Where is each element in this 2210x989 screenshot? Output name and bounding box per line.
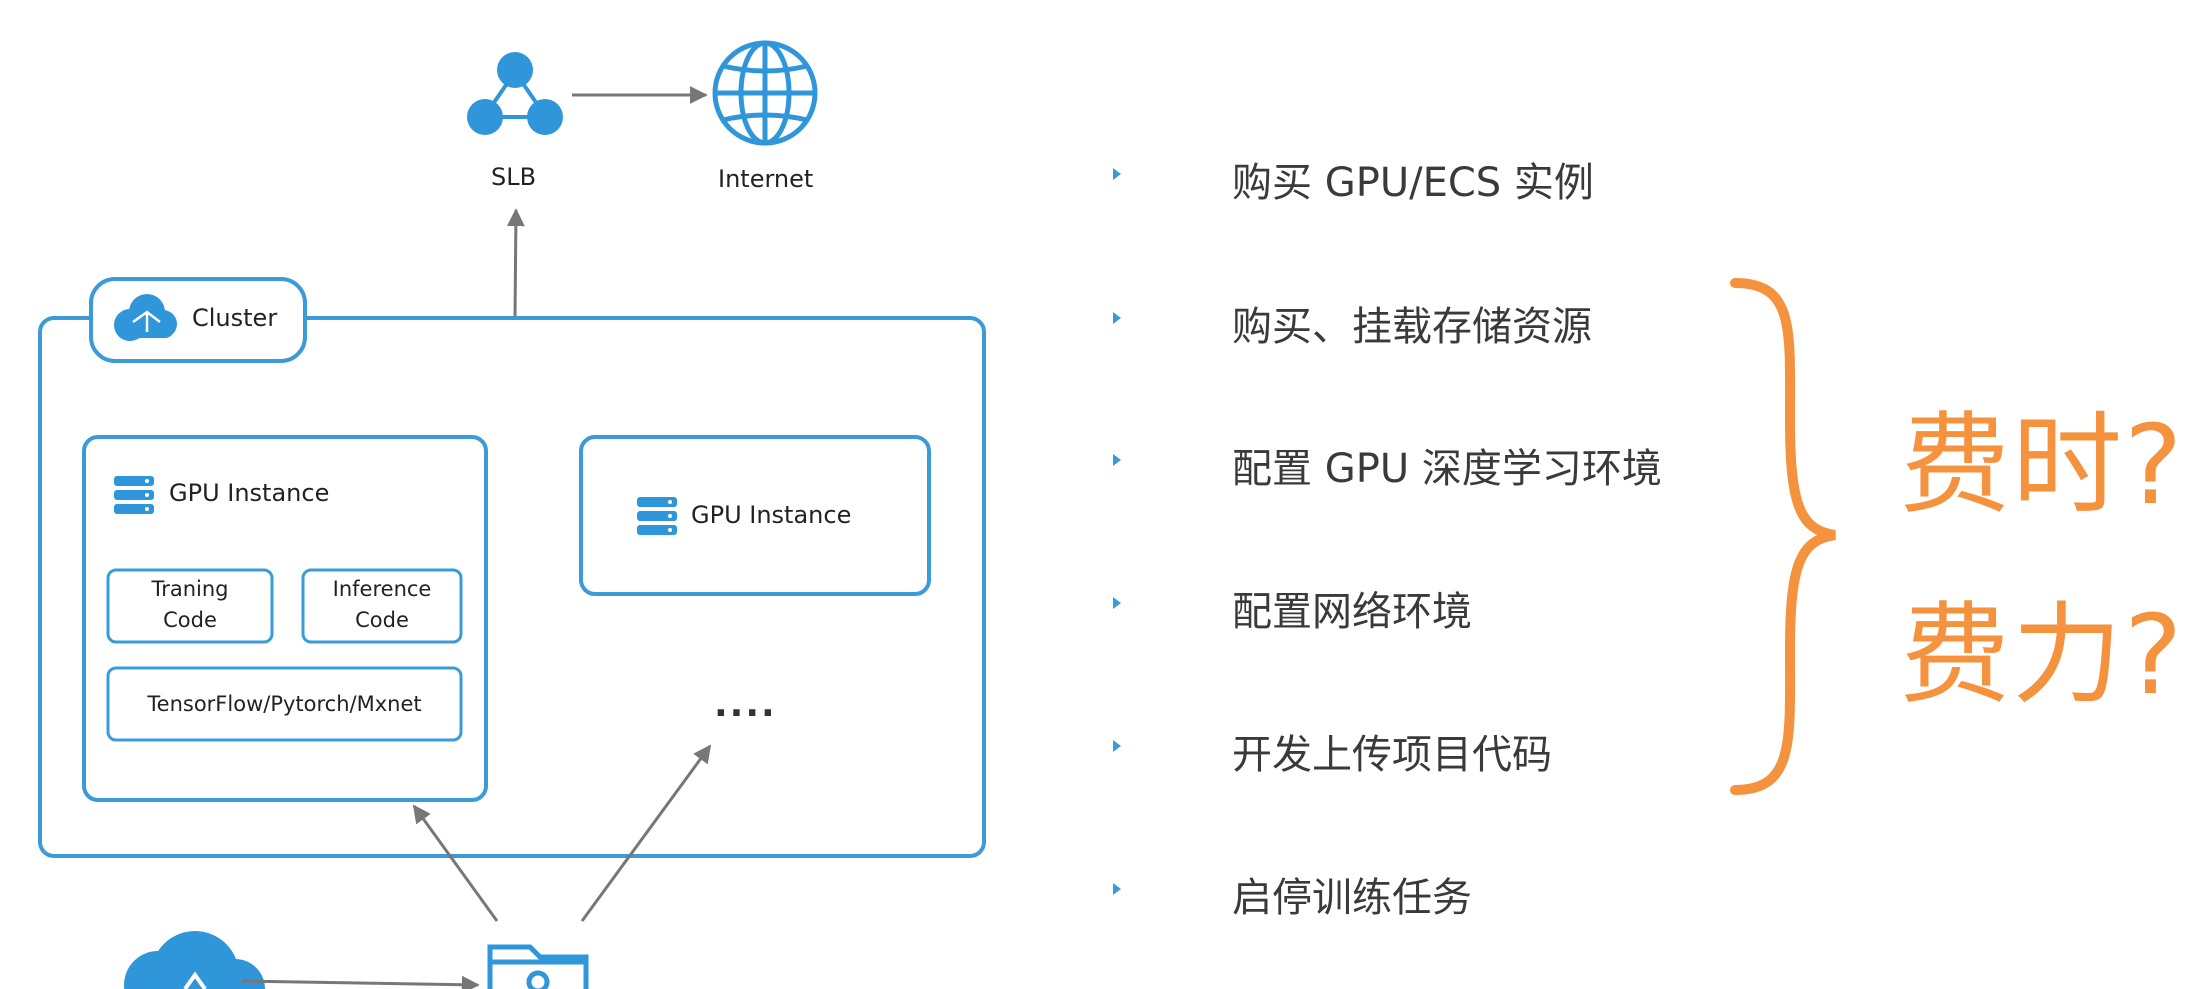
gpu-instance-label-2: GPU Instance: [691, 501, 852, 529]
inference-code-box: [301, 568, 463, 644]
more-instances-ellipsis: ....: [714, 684, 777, 725]
training-code-line-1: Traning: [151, 577, 229, 601]
step-item-6: 启停训练任务: [1232, 875, 1472, 921]
step-item-5: 开发上传项目代码: [1232, 732, 1552, 778]
framework-label: TensorFlow/Pytorch/Mxnet: [147, 692, 422, 716]
bullet-markers: [1113, 168, 1121, 895]
server-icon: [637, 497, 677, 535]
training-code-label: Traning Code: [108, 574, 272, 636]
cluster-to-slb-arrow: [506, 208, 525, 319]
inference-code-line-1: Inference: [332, 577, 432, 601]
cluster-label: Cluster: [192, 304, 278, 332]
upload-cloud-icon: [124, 931, 265, 989]
curly-brace: [1730, 278, 1836, 795]
upload-to-storage-arrow: [241, 975, 480, 989]
gpu-instance-label-1: GPU Instance: [169, 479, 330, 507]
cluster-box: [38, 316, 986, 858]
cloud-icon: [114, 294, 177, 341]
gpu-instance-box-2: [579, 435, 931, 596]
inference-code-line-2: Code: [355, 608, 409, 632]
training-code-line-2: Code: [163, 608, 217, 632]
step-item-4: 配置网络环境: [1232, 589, 1472, 635]
step-item-2: 购买、挂载存储资源: [1232, 304, 1592, 350]
inference-code-label: Inference Code: [303, 574, 461, 636]
gpu-instance-box-1: [82, 435, 488, 802]
question-labor-intensive: 费力?: [1900, 591, 2185, 719]
question-time-consuming: 费时?: [1900, 401, 2185, 529]
slb-label: SLB: [491, 163, 537, 191]
server-icon: [114, 476, 154, 514]
internet-label: Internet: [718, 165, 814, 193]
training-code-box: [106, 568, 274, 644]
storage-to-gpu1-arrow: [412, 804, 499, 922]
step-item-3: 配置 GPU 深度学习环境: [1232, 446, 1662, 492]
step-item-1: 购买 GPU/ECS 实例: [1232, 160, 1594, 206]
globe-icon: [712, 40, 818, 146]
storage-to-more-arrow: [580, 744, 712, 922]
slb-icon: [467, 52, 563, 135]
folder-icon: [487, 944, 589, 989]
framework-box: [106, 666, 463, 742]
